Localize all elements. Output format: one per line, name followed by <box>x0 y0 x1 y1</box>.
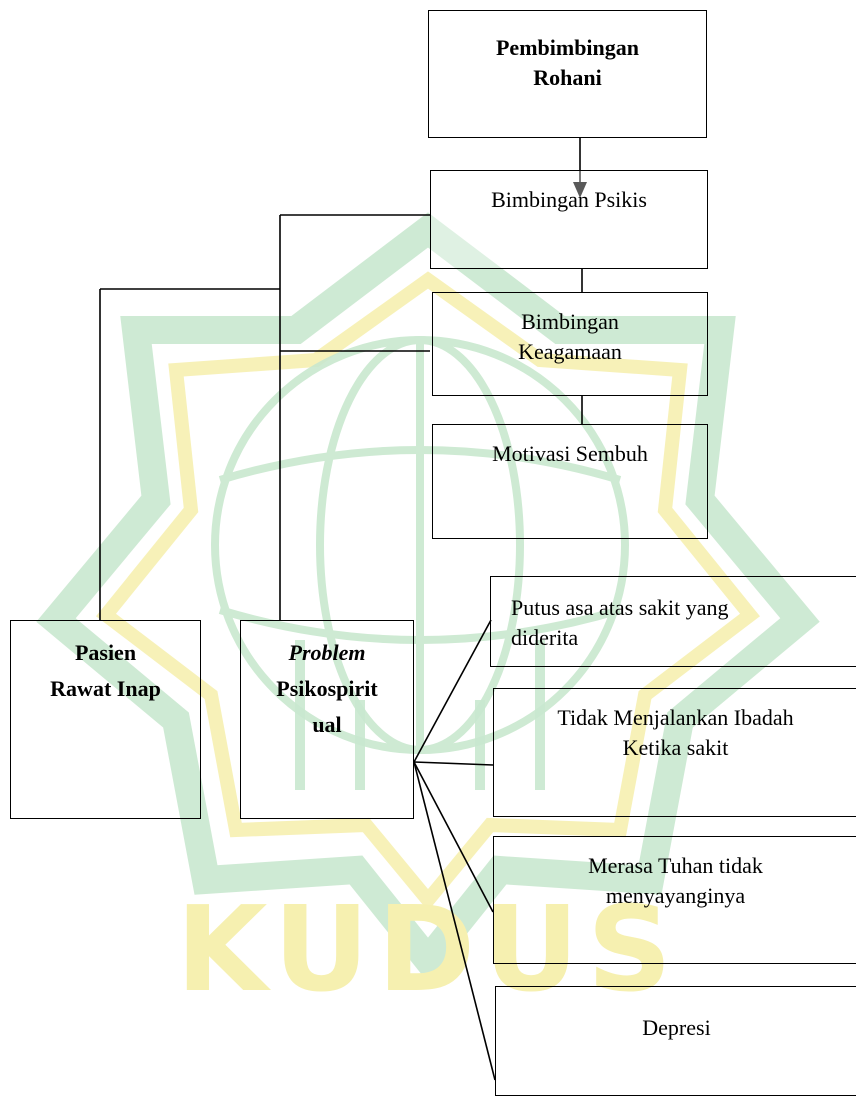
pasien-line2: Rawat Inap <box>50 676 161 701</box>
problem-line1: Problem <box>288 640 366 665</box>
motivasi-sembuh-box: Motivasi Sembuh <box>432 424 708 539</box>
putus-asa-line1: Putus asa atas sakit yang <box>511 595 729 620</box>
bimbingan-keagamaan-line2: Keagamaan <box>518 339 622 364</box>
bimbingan-keagamaan-line1: Bimbingan <box>521 309 619 334</box>
tidak-menjalankan-ibadah-box: Tidak Menjalankan Ibadah Ketika sakit <box>493 688 856 817</box>
pembimbingan-rohani-box: Pembimbingan Rohani <box>428 10 707 138</box>
tuhan-line1: Merasa Tuhan tidak <box>588 853 763 878</box>
ibadah-line2: Ketika sakit <box>622 735 729 760</box>
putus-asa-box: Putus asa atas sakit yang diderita <box>490 576 856 667</box>
problem-line2: Psikospirit <box>276 676 378 701</box>
connector-problem-ibadah <box>413 761 494 766</box>
watermark-star-outline <box>36 212 820 983</box>
connector-problem-tuhan <box>413 761 494 913</box>
putus-asa-line2: diderita <box>511 625 579 650</box>
problem-line3: ual <box>312 712 342 737</box>
watermark-building <box>295 640 545 790</box>
problem-psikospiritual-box: Problem Psikospirit ual <box>240 620 414 819</box>
connector-problem-putus-asa <box>413 619 492 763</box>
bimbingan-psikis-label: Bimbingan Psikis <box>491 187 647 212</box>
watermark-star-inner <box>96 271 760 911</box>
bimbingan-keagamaan-box: Bimbingan Keagamaan <box>432 292 708 396</box>
connector-problem-depresi <box>413 761 496 1081</box>
depresi-label: Depresi <box>642 1015 711 1040</box>
pembimbingan-rohani-line2: Rohani <box>533 65 602 90</box>
pasien-rawat-inap-box: Pasien Rawat Inap <box>10 620 201 819</box>
motivasi-sembuh-label: Motivasi Sembuh <box>492 441 648 466</box>
pasien-line1: Pasien <box>74 640 137 665</box>
pembimbingan-rohani-line1: Pembimbingan <box>495 35 640 60</box>
tuhan-line2: menyayanginya <box>605 883 746 908</box>
bimbingan-psikis-box: Bimbingan Psikis <box>430 170 708 269</box>
ibadah-line1: Tidak Menjalankan Ibadah <box>557 705 794 730</box>
watermark-text: KUDUS <box>176 880 680 1018</box>
merasa-tuhan-box: Merasa Tuhan tidak menyayanginya <box>493 836 856 964</box>
arrow-head-icon <box>573 182 587 198</box>
depresi-box: Depresi <box>495 986 856 1096</box>
